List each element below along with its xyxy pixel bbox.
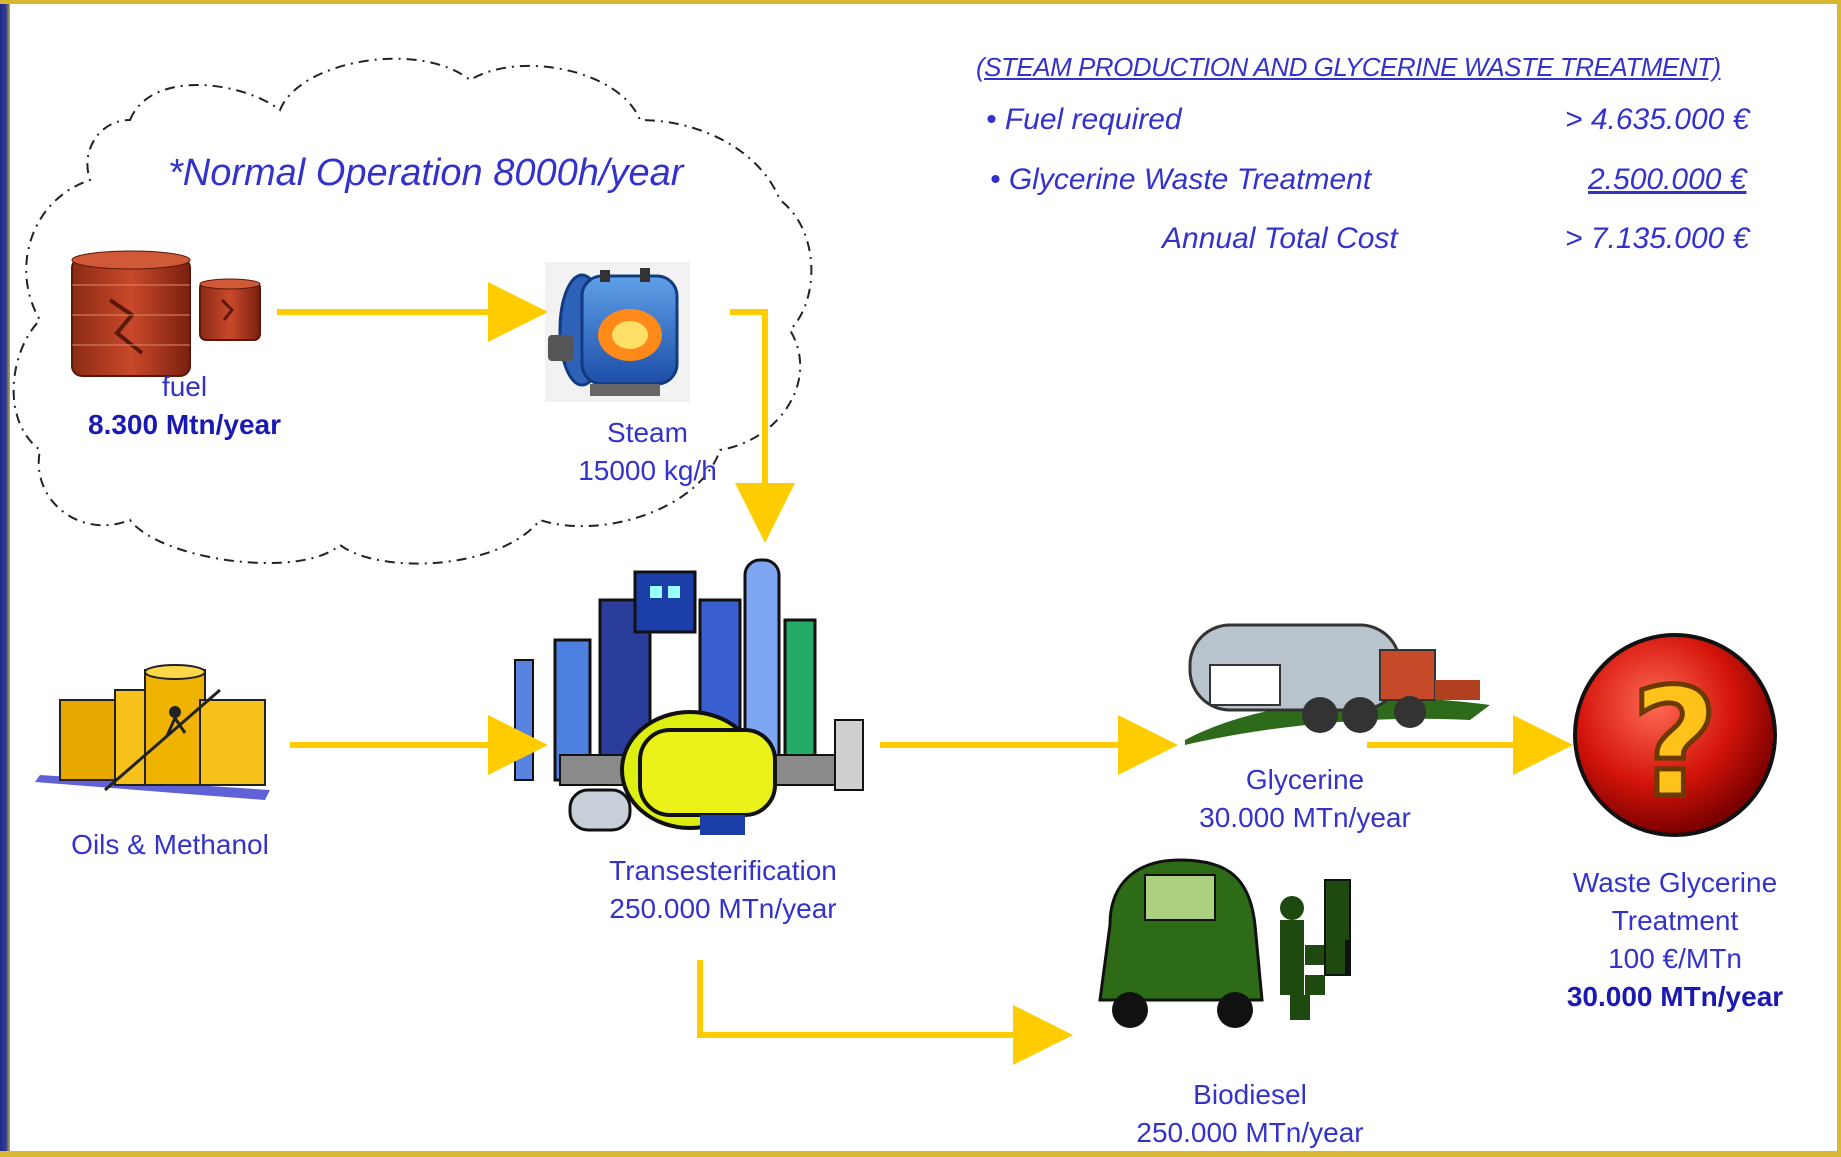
tanker-truck-icon — [1185, 623, 1490, 745]
waste-line2: Treatment — [1611, 905, 1739, 936]
cost-heading: (STEAM PRODUCTION AND GLYCERINE WASTE TR… — [976, 52, 1721, 82]
arrow-transesterification-to-biodiesel — [697, 960, 1073, 1065]
biodiesel-name: Biodiesel — [1193, 1079, 1307, 1110]
frame-left-border — [0, 0, 10, 1157]
transesterification-amount: 250.000 MTn/year — [609, 893, 837, 924]
oils-label: Oils & Methanol — [50, 826, 290, 864]
steam-label: Steam 15000 kg/h — [555, 414, 740, 490]
fuel-amount: 8.300 Mtn/year — [88, 409, 281, 440]
biodiesel-label: Biodiesel 250.000 MTn/year — [1110, 1076, 1390, 1152]
cost-fuel-value: > 4.635.000 € — [1565, 103, 1750, 136]
oils-name: Oils & Methanol — [71, 829, 269, 860]
fuel-tanks-icon — [71, 250, 261, 377]
steam-rate: 15000 kg/h — [578, 455, 717, 486]
refinery-icon — [500, 558, 890, 855]
waste-line1: Waste Glycerine — [1572, 867, 1778, 898]
frame-right-border — [1837, 0, 1841, 1157]
glycerine-label: Glycerine 30.000 MTn/year — [1175, 761, 1435, 837]
oil-storage-icon — [35, 664, 270, 800]
normal-operation-note: *Normal Operation 8000h/year — [168, 152, 684, 194]
cost-glycerine-label: • Glycerine Waste Treatment — [990, 163, 1372, 196]
total-cost-value: > 7.135.000 € — [1565, 222, 1750, 255]
glycerine-amount: 30.000 MTn/year — [1199, 802, 1411, 833]
waste-treatment-label: Waste Glycerine Treatment 100 €/MTn 30.0… — [1540, 864, 1810, 1016]
waste-price: 100 €/MTn — [1608, 943, 1742, 974]
svg-text:?: ? — [1631, 657, 1718, 831]
cost-fuel-label: • Fuel required — [986, 103, 1182, 136]
frame-bottom-border — [0, 1151, 1841, 1157]
transesterification-name: Transesterification — [609, 855, 837, 886]
fuel-pump-car-icon — [1098, 858, 1351, 1028]
question-mark-icon: ? — [1573, 633, 1777, 837]
steam-name: Steam — [607, 417, 688, 448]
biodiesel-amount: 250.000 MTn/year — [1136, 1117, 1364, 1148]
total-cost-label: Annual Total Cost — [1162, 222, 1398, 255]
fuel-name: fuel — [161, 371, 208, 402]
cost-glycerine-value: 2.500.000 € — [1588, 163, 1747, 196]
transesterification-label: Transesterification 250.000 MTn/year — [578, 852, 868, 928]
fuel-label: fuel 8.300 Mtn/year — [62, 368, 307, 444]
arrow-steam-to-transesterification — [730, 309, 795, 543]
boiler-icon — [545, 262, 690, 402]
waste-amount: 30.000 MTn/year — [1566, 981, 1784, 1012]
frame-top-border — [0, 0, 1841, 4]
glycerine-name: Glycerine — [1245, 764, 1365, 795]
flow-arrows — [277, 282, 1573, 1065]
